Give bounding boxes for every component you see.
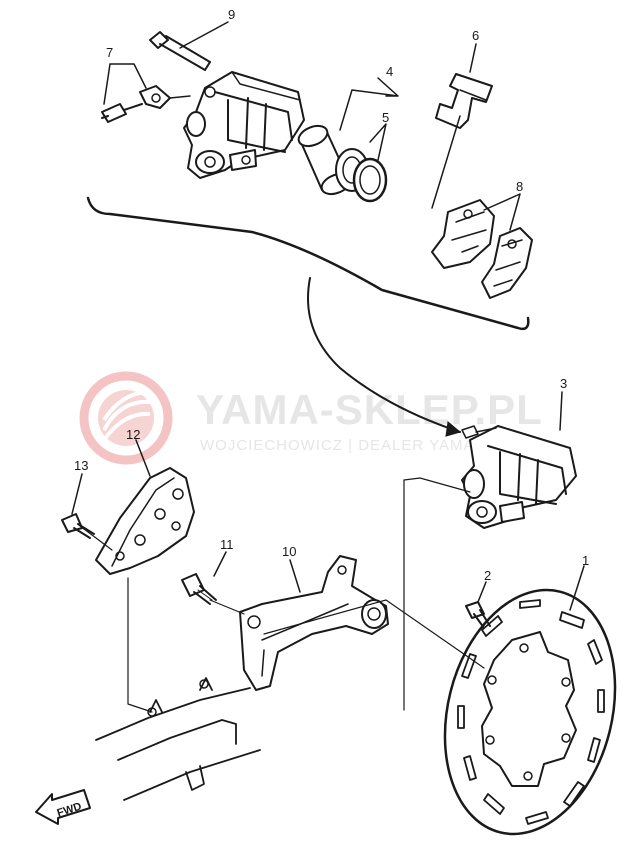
piston-seal-part	[335, 148, 388, 203]
disc-guard-part	[95, 467, 195, 575]
watermark-tagline: WOJCIECHOWICZ | DEALER YAMAHA	[200, 437, 497, 454]
watermark-brand: YAMA-SKLEP.PL	[196, 386, 543, 433]
dealer-logo-icon	[79, 371, 173, 465]
callout-2: 2	[484, 568, 491, 583]
leader-lines	[71, 21, 585, 611]
fwd-arrow-icon	[35, 789, 91, 825]
callout-8: 8	[516, 179, 523, 194]
brake-pad-part	[431, 199, 533, 299]
callout-12: 12	[126, 427, 140, 442]
callout-9: 9	[228, 7, 235, 22]
callout-6: 6	[472, 28, 479, 43]
pad-spring-part	[435, 73, 493, 129]
callout-labels: 9 7 4 5 6 8 3 1 2 10 11 12 13	[74, 7, 589, 583]
callout-10: 10	[282, 544, 296, 559]
caliper-body-exploded	[183, 71, 305, 179]
caliper-bracket-part	[239, 555, 389, 691]
swingarm-frame	[95, 677, 261, 801]
bracket-bolt-part	[181, 573, 217, 605]
callout-5: 5	[382, 110, 389, 125]
caliper-assembly-part	[461, 425, 577, 529]
watermark: YAMA-SKLEP.PL WOJCIECHOWICZ | DEALER YAM…	[79, 371, 543, 465]
assembly-arrow	[307, 277, 462, 437]
alignment-lines	[79, 477, 485, 713]
forward-direction-marker: FWD	[35, 789, 91, 825]
disc-bolt-part	[465, 601, 491, 629]
brake-disc-part	[443, 588, 617, 836]
callout-7: 7	[106, 45, 113, 60]
callout-13: 13	[74, 458, 88, 473]
callout-11: 11	[220, 537, 234, 552]
group-bracket	[86, 196, 530, 331]
pad-pin-part	[149, 31, 211, 71]
callout-3: 3	[560, 376, 567, 391]
callout-1: 1	[582, 553, 589, 568]
callout-4: 4	[386, 64, 393, 79]
guard-bolt-part	[61, 513, 95, 539]
bleed-screw-part	[101, 85, 191, 123]
